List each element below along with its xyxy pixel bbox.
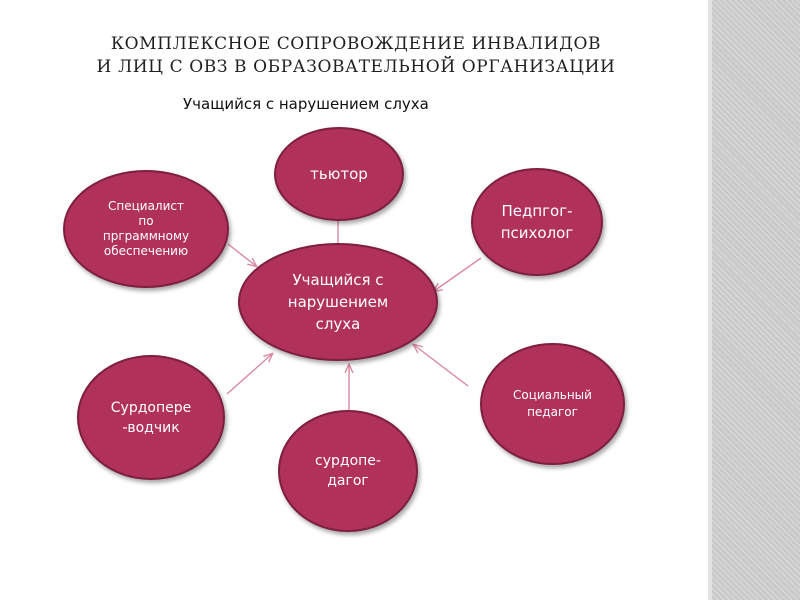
arrow-software xyxy=(227,243,256,266)
subtitle: Учащийся с нарушением слуха xyxy=(183,95,429,113)
deaf-teacher-node-label: сурдопе- дагог xyxy=(315,453,381,489)
sign-interpreter-node-label: Сурдопере -водчик xyxy=(110,399,192,436)
arrow-interpreter xyxy=(226,354,272,395)
psychologist-node-label: Педпгог- психолог xyxy=(500,202,574,242)
tutor-node-label: тьютор xyxy=(310,165,368,183)
side-stripe-edge xyxy=(708,0,712,600)
social-teacher-node: Социальный педагог xyxy=(480,343,625,465)
arrow-social xyxy=(414,345,469,387)
deaf-teacher-node: сурдопе- дагог xyxy=(278,410,418,532)
center-node-label: Учащийся с нарушением слуха xyxy=(287,271,389,333)
software-specialist-node-label: Специалист по прграммному обеспечению xyxy=(102,199,190,258)
title-line-2: И ЛИЦ С ОВЗ В ОБРАЗОВАТЕЛЬНОЙ ОРГАНИЗАЦИ… xyxy=(96,57,616,77)
side-stripe xyxy=(712,0,800,600)
psychologist-node: Педпгог- психолог xyxy=(471,168,603,276)
center-node: Учащийся с нарушением слуха xyxy=(238,243,438,361)
sign-interpreter-node: Сурдопере -водчик xyxy=(77,355,225,480)
arrow-psychologist xyxy=(434,257,482,291)
connector-layer xyxy=(226,221,482,410)
software-specialist-node: Специалист по прграммному обеспечению xyxy=(63,170,229,288)
tutor-node: тьютор xyxy=(274,127,404,221)
social-teacher-node-label: Социальный педагог xyxy=(513,388,592,419)
title-line-1: КОМПЛЕКСНОЕ СОПРОВОЖДЕНИЕ ИНВАЛИДОВ xyxy=(110,34,602,54)
